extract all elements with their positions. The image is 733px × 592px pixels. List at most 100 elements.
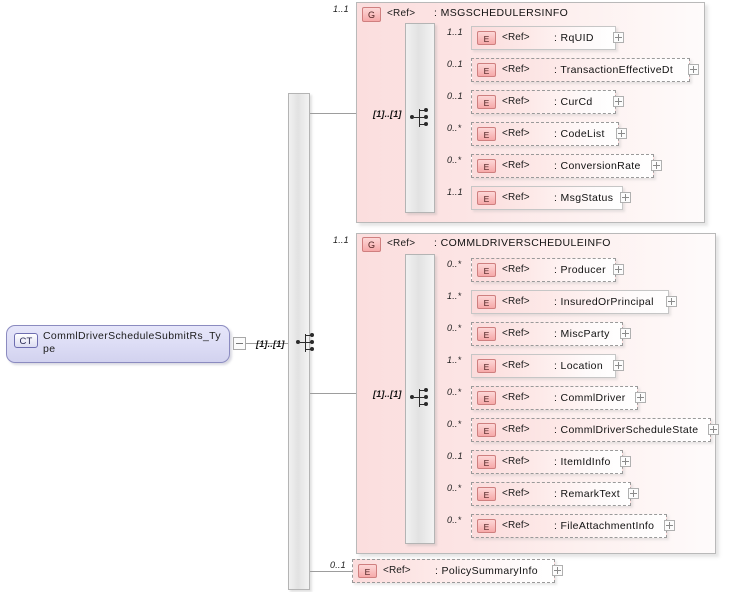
expander-plus-icon-transactioneffectivedt[interactable] bbox=[688, 64, 699, 75]
element-name-conversionrate: : ConversionRate bbox=[554, 160, 641, 172]
sequence-compositor-icon-root bbox=[296, 330, 318, 356]
expander-plus-icon-codelist[interactable] bbox=[616, 128, 627, 139]
element-ref-label-conversionrate: <Ref> bbox=[502, 160, 530, 171]
element-occurrence-codelist: 0..* bbox=[447, 123, 462, 133]
element-occurrence-commldriver: 0..* bbox=[447, 387, 462, 397]
element-badge-icon-commldriver: E bbox=[477, 391, 496, 405]
element-occurrence-commldriverschedulestate: 0..* bbox=[447, 419, 462, 429]
group-badge-icon-commldriverscheduleinfo: G bbox=[362, 237, 381, 252]
expander-plus-icon-fileattachmentinfo[interactable] bbox=[664, 520, 675, 531]
expander-plus-icon-location[interactable] bbox=[613, 360, 624, 371]
expander-plus-icon-rquid[interactable] bbox=[613, 32, 624, 43]
element-name-curcd: : CurCd bbox=[554, 96, 593, 108]
element-badge-icon-location: E bbox=[477, 359, 496, 373]
element-ref-label-itemidinfo: <Ref> bbox=[502, 456, 530, 467]
root-occurrence-label: [1]..[1] bbox=[256, 339, 285, 349]
element-ref-label-fileattachmentinfo: <Ref> bbox=[502, 520, 530, 531]
element-box-transactioneffectivedt[interactable]: E <Ref> : TransactionEffectiveDt bbox=[471, 58, 690, 82]
element-badge-icon-msgstatus: E bbox=[477, 191, 496, 205]
element-ref-label-rquid: <Ref> bbox=[502, 32, 530, 43]
group-badge-icon-msgschedulersinfo: G bbox=[362, 7, 381, 22]
element-box-msgstatus[interactable]: E <Ref> : MsgStatus bbox=[471, 186, 623, 210]
expander-plus-icon-miscparty[interactable] bbox=[620, 328, 631, 339]
element-occurrence-policysummaryinfo: 0..1 bbox=[330, 560, 346, 570]
expander-plus-icon-insuredorprincipal[interactable] bbox=[666, 296, 677, 307]
element-ref-label-commldriver: <Ref> bbox=[502, 392, 530, 403]
element-box-insuredorprincipal[interactable]: E <Ref> : InsuredOrPrincipal bbox=[471, 290, 669, 314]
sequence-compositor-icon-msgschedulersinfo bbox=[410, 105, 432, 131]
expander-plus-icon-conversionrate[interactable] bbox=[651, 160, 662, 171]
expander-plus-icon-producer[interactable] bbox=[613, 264, 624, 275]
expander-plus-icon-commldriver[interactable] bbox=[635, 392, 646, 403]
element-occurrence-conversionrate: 0..* bbox=[447, 155, 462, 165]
element-box-miscparty[interactable]: E <Ref> : MiscParty bbox=[471, 322, 623, 346]
element-badge-icon-fileattachmentinfo: E bbox=[477, 519, 496, 533]
element-ref-label-miscparty: <Ref> bbox=[502, 328, 530, 339]
complex-type-box[interactable]: CT CommlDriverScheduleSubmitRs_Type bbox=[6, 325, 230, 363]
element-badge-icon-producer: E bbox=[477, 263, 496, 277]
element-name-producer: : Producer bbox=[554, 264, 606, 276]
element-badge-icon-codelist: E bbox=[477, 127, 496, 141]
element-occurrence-transactioneffectivedt: 0..1 bbox=[447, 59, 463, 69]
element-ref-label-transactioneffectivedt: <Ref> bbox=[502, 64, 530, 75]
element-name-policysummaryinfo: : PolicySummaryInfo bbox=[435, 565, 538, 577]
element-box-conversionrate[interactable]: E <Ref> : ConversionRate bbox=[471, 154, 654, 178]
expander-plus-icon-commldriverschedulestate[interactable] bbox=[708, 424, 719, 435]
connector-ct-to-root bbox=[246, 343, 288, 344]
element-name-miscparty: : MiscParty bbox=[554, 328, 610, 340]
collapse-minus-icon-complex-type[interactable] bbox=[233, 337, 246, 350]
element-ref-label-policysummaryinfo: <Ref> bbox=[383, 565, 411, 576]
connector-root-branch-group2 bbox=[310, 393, 356, 394]
sequence-rail-commldriverscheduleinfo bbox=[405, 254, 435, 544]
element-name-fileattachmentinfo: : FileAttachmentInfo bbox=[554, 520, 655, 532]
complex-type-label: CommlDriverScheduleSubmitRs_Type bbox=[43, 330, 221, 355]
group-occurrence-commldriverscheduleinfo: 1..1 bbox=[333, 235, 349, 245]
element-ref-label-codelist: <Ref> bbox=[502, 128, 530, 139]
connector-root-branch-group1 bbox=[310, 113, 356, 114]
element-badge-icon-remarktext: E bbox=[477, 487, 496, 501]
element-badge-icon-conversionrate: E bbox=[477, 159, 496, 173]
element-box-fileattachmentinfo[interactable]: E <Ref> : FileAttachmentInfo bbox=[471, 514, 667, 538]
element-name-commldriverschedulestate: : CommlDriverScheduleState bbox=[554, 424, 699, 436]
element-ref-label-msgstatus: <Ref> bbox=[502, 192, 530, 203]
element-badge-icon-curcd: E bbox=[477, 95, 496, 109]
group-ref-label-msgschedulersinfo: <Ref> bbox=[387, 8, 416, 19]
element-box-producer[interactable]: E <Ref> : Producer bbox=[471, 258, 616, 282]
element-occurrence-itemidinfo: 0..1 bbox=[447, 451, 463, 461]
element-badge-icon-rquid: E bbox=[477, 31, 496, 45]
element-box-location[interactable]: E <Ref> : Location bbox=[471, 354, 616, 378]
element-box-rquid[interactable]: E <Ref> : RqUID bbox=[471, 26, 616, 50]
element-ref-label-curcd: <Ref> bbox=[502, 96, 530, 107]
element-occurrence-curcd: 0..1 bbox=[447, 91, 463, 101]
element-occurrence-rquid: 1..1 bbox=[447, 27, 463, 37]
element-box-policysummaryinfo[interactable]: E <Ref> : PolicySummaryInfo bbox=[352, 559, 555, 583]
element-box-curcd[interactable]: E <Ref> : CurCd bbox=[471, 90, 616, 114]
element-occurrence-fileattachmentinfo: 0..* bbox=[447, 515, 462, 525]
expander-plus-icon-curcd[interactable] bbox=[613, 96, 624, 107]
element-box-codelist[interactable]: E <Ref> : CodeList bbox=[471, 122, 619, 146]
element-ref-label-commldriverschedulestate: <Ref> bbox=[502, 424, 530, 435]
element-box-commldriver[interactable]: E <Ref> : CommlDriver bbox=[471, 386, 638, 410]
element-name-remarktext: : RemarkText bbox=[554, 488, 621, 500]
group-name-commldriverscheduleinfo: : COMMLDRIVERSCHEDULEINFO bbox=[434, 237, 611, 249]
group-inner-occurrence-commldriverscheduleinfo: [1]..[1] bbox=[373, 389, 402, 399]
element-box-remarktext[interactable]: E <Ref> : RemarkText bbox=[471, 482, 631, 506]
expander-plus-icon-remarktext[interactable] bbox=[628, 488, 639, 499]
element-box-itemidinfo[interactable]: E <Ref> : ItemIdInfo bbox=[471, 450, 623, 474]
element-name-location: : Location bbox=[554, 360, 604, 372]
element-badge-icon-policysummaryinfo: E bbox=[358, 564, 377, 578]
element-badge-icon-itemidinfo: E bbox=[477, 455, 496, 469]
expander-plus-icon-policysummaryinfo[interactable] bbox=[552, 565, 563, 576]
group-occurrence-msgschedulersinfo: 1..1 bbox=[333, 4, 349, 14]
group-name-msgschedulersinfo: : MSGSCHEDULERSINFO bbox=[434, 7, 569, 19]
complex-type-badge-icon: CT bbox=[14, 333, 38, 348]
expander-plus-icon-msgstatus[interactable] bbox=[620, 192, 631, 203]
element-name-codelist: : CodeList bbox=[554, 128, 605, 140]
element-occurrence-producer: 0..* bbox=[447, 259, 462, 269]
element-name-insuredorprincipal: : InsuredOrPrincipal bbox=[554, 296, 654, 308]
expander-plus-icon-itemidinfo[interactable] bbox=[620, 456, 631, 467]
element-name-transactioneffectivedt: : TransactionEffectiveDt bbox=[554, 64, 674, 76]
element-box-commldriverschedulestate[interactable]: E <Ref> : CommlDriverScheduleState bbox=[471, 418, 711, 442]
element-ref-label-remarktext: <Ref> bbox=[502, 488, 530, 499]
